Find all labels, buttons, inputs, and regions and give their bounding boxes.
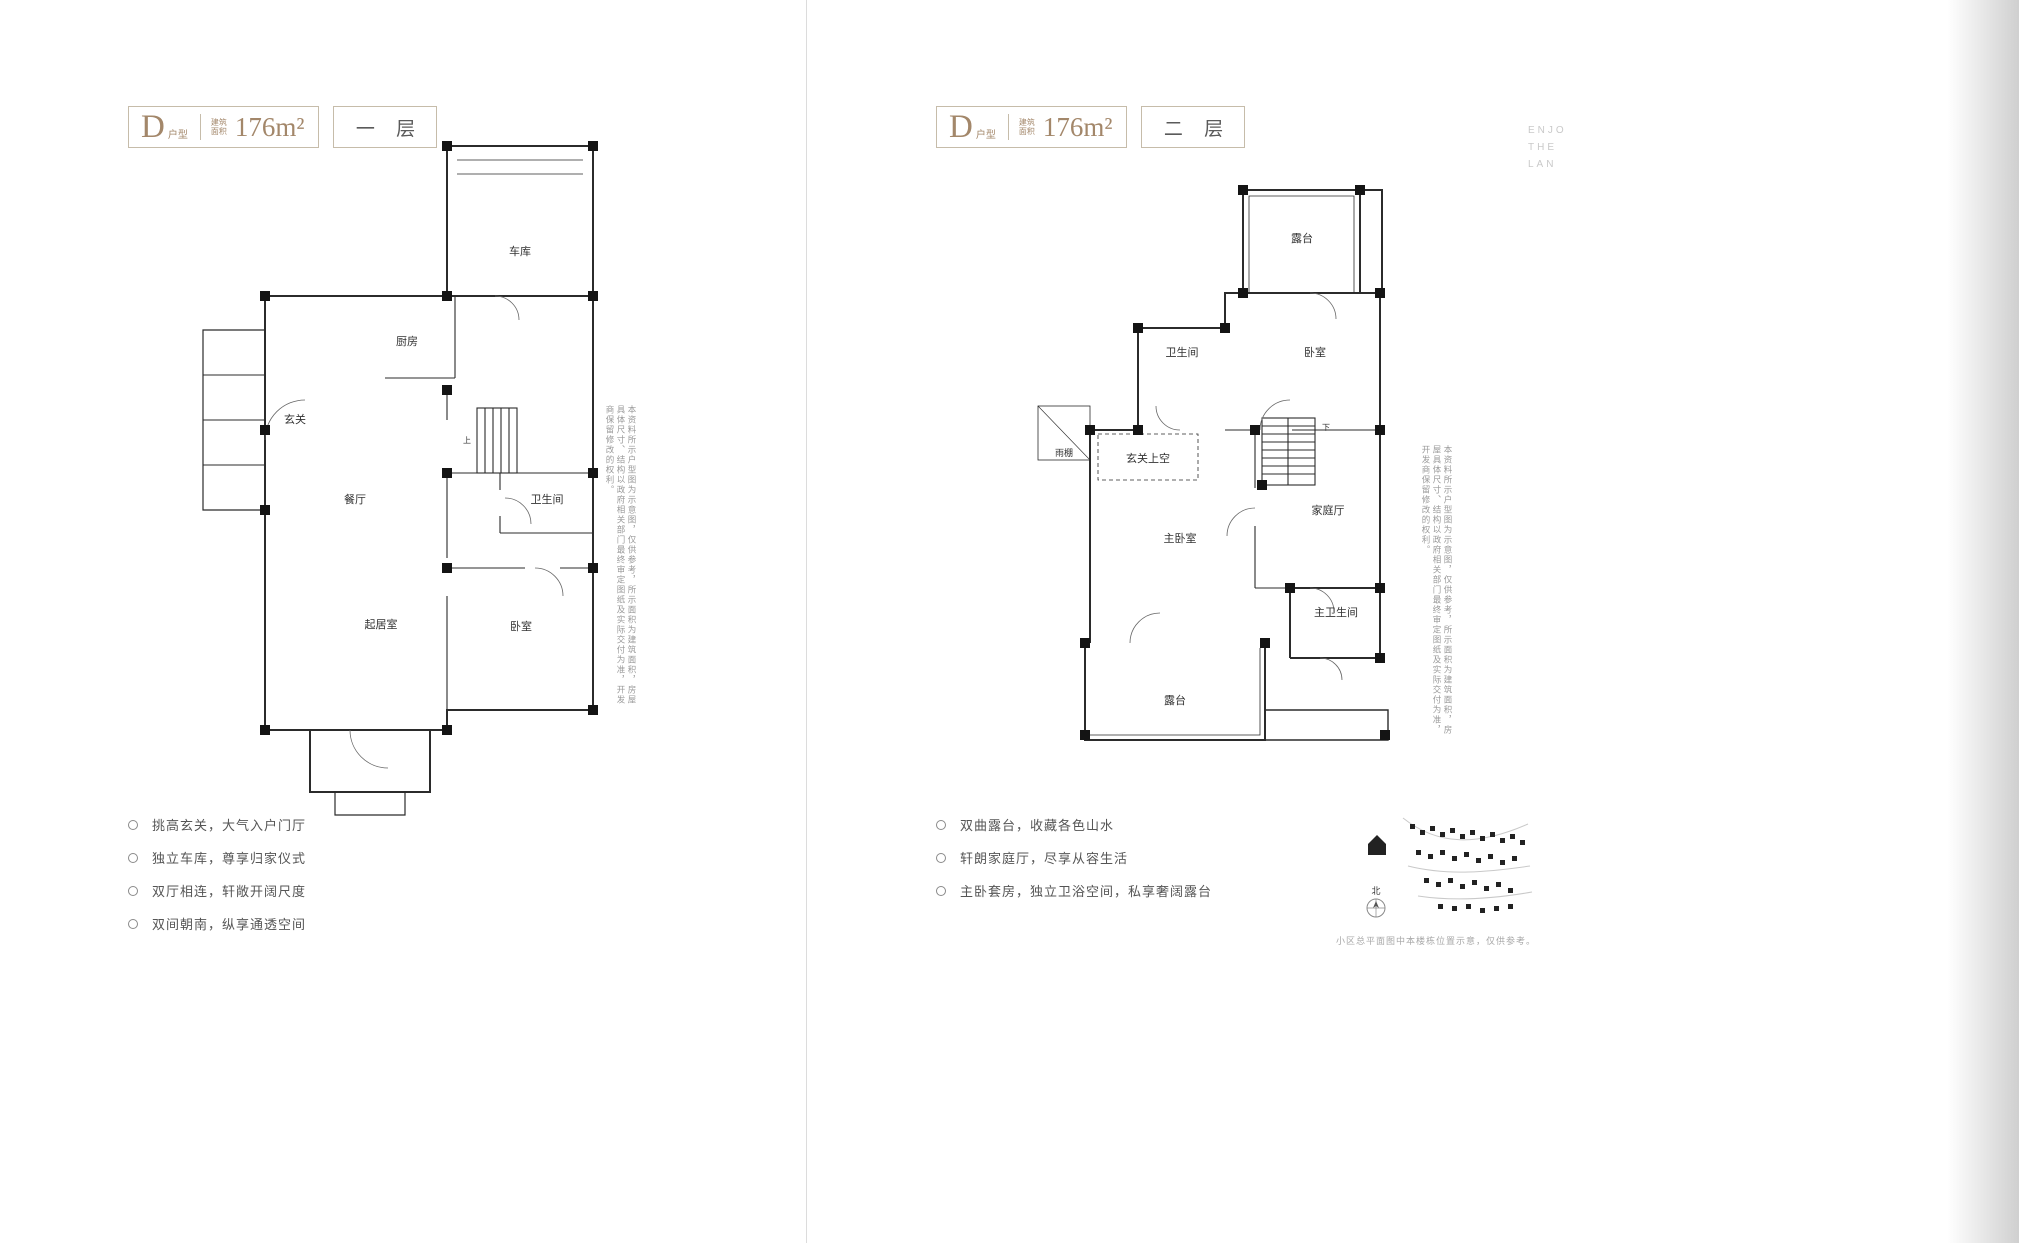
bullet-text: 主卧套房，独立卫浴空间，私享奢阔露台: [960, 884, 1213, 899]
edge-slogan: ENJO THE LAN: [1528, 122, 1567, 173]
bullet-text: 轩朗家庭厅，尽享从容生活: [960, 851, 1129, 866]
bullet-circle-icon: [936, 819, 946, 830]
floor-box-level1: 一 层: [333, 106, 438, 148]
side-note-level2: 本资料所示户型图为示意图，仅供参考，所示面积为建筑面积，房屋具体尺寸、结构以政府…: [1421, 445, 1453, 735]
highlighted-building-icon: [1368, 835, 1386, 855]
exterior-walls: [202, 145, 594, 816]
room-label-rain-canopy: 雨棚: [1055, 447, 1073, 458]
panel-divider: [806, 0, 807, 1243]
area-label: 建筑面积: [1018, 118, 1035, 136]
plan-header-level2: D 户型 建筑面积 176m² 二 层: [936, 106, 1246, 148]
room-label-terrace-top: 露台: [1291, 231, 1313, 245]
header-separator: [1007, 114, 1009, 140]
list-item: 双厅相连，轩敞开阔尺度: [128, 874, 306, 907]
floor-box-level2: 二 层: [1141, 106, 1246, 148]
room-label-bedroom: 卧室: [510, 619, 532, 633]
edge-slogan-line: THE: [1528, 142, 1557, 153]
list-item: 挑高玄关，大气入户门厅: [128, 808, 306, 841]
area-value: 176m²: [1042, 111, 1113, 142]
area-label: 建筑面积: [210, 118, 227, 136]
stairs-down-label: 下: [1322, 423, 1330, 432]
list-item: 轩朗家庭厅，尽享从容生活: [936, 841, 1212, 874]
header-separator: [199, 114, 201, 140]
exterior-walls: [1084, 189, 1389, 741]
bullet-circle-icon: [128, 819, 138, 830]
unit-type-label: 户型: [975, 129, 996, 141]
list-item: 主卧套房，独立卫浴空间，私享奢阔露台: [936, 874, 1212, 907]
structural-columns: [260, 141, 598, 735]
feature-list-level2: 双曲露台，收藏各色山水 轩朗家庭厅，尽享从容生活 主卧套房，独立卫浴空间，私享奢…: [936, 808, 1212, 907]
bullet-text: 双厅相连，轩敞开阔尺度: [152, 884, 307, 899]
area-value: 176m²: [234, 111, 305, 142]
floorplan-level1-drawing: 车库 厨房 玄关 餐厅 卫生间 起居室 卧室 上: [202, 141, 598, 816]
floorplan-level2-drawing: 露台 卫生间 卧室 雨棚 玄关上空 下 家庭厅 主卧室 主卫生间 露台: [1037, 185, 1390, 741]
room-label-bedroom: 卧室: [1304, 345, 1326, 359]
unit-type-label: 户型: [167, 129, 188, 141]
room-label-garage: 车库: [509, 244, 531, 258]
room-label-bathroom: 卫生间: [531, 492, 564, 506]
feature-list-level1: 挑高玄关，大气入户门厅 独立车库，尊享归家仪式 双厅相连，轩敞开阔尺度 双间朝南…: [128, 808, 306, 940]
unit-letter: D: [949, 108, 973, 145]
structural-columns: [1080, 185, 1390, 740]
room-labels-level2: 露台 卫生间 卧室 雨棚 玄关上空 下 家庭厅 主卧室 主卫生间 露台: [1055, 231, 1358, 707]
list-item: 独立车库，尊享归家仪式: [128, 841, 306, 874]
door-swings: [264, 295, 564, 769]
bullet-circle-icon: [128, 852, 138, 863]
room-label-terrace-bottom: 露台: [1164, 693, 1186, 707]
bullet-circle-icon: [128, 918, 138, 929]
list-item: 双间朝南，纵享通透空间: [128, 907, 306, 940]
compass-north-label: 北: [1371, 886, 1380, 896]
room-label-master-bathroom: 主卫生间: [1314, 605, 1358, 619]
room-label-family-room: 家庭厅: [1312, 503, 1345, 517]
room-label-foyer: 玄关: [284, 412, 306, 426]
unit-letter: D: [141, 108, 165, 145]
site-map: 北: [1366, 817, 1533, 918]
edge-slogan-line: LAN: [1528, 159, 1557, 170]
room-label-bathroom: 卫生间: [1166, 345, 1199, 359]
bullet-circle-icon: [936, 885, 946, 896]
side-note-level1: 本资料所示户型图为示意图，仅供参考，所示面积为建筑面积，房屋具体尺寸、结构以政府…: [605, 405, 637, 705]
plan-header-level1: D 户型 建筑面积 176m² 一 层: [128, 106, 438, 148]
bullet-text: 独立车库，尊享归家仪式: [152, 851, 307, 866]
bullet-text: 挑高玄关，大气入户门厅: [152, 818, 307, 833]
room-label-dining: 餐厅: [344, 492, 366, 506]
bullet-text: 双间朝南，纵享通透空间: [152, 917, 307, 932]
list-item: 双曲露台，收藏各色山水: [936, 808, 1212, 841]
floor-label-level1: 一 层: [355, 118, 424, 140]
room-label-foyer-void: 玄关上空: [1126, 451, 1170, 465]
edge-slogan-line: ENJO: [1528, 125, 1567, 136]
bullet-text: 双曲露台，收藏各色山水: [960, 818, 1115, 833]
bullet-circle-icon: [936, 852, 946, 863]
floor-label-level2: 二 层: [1163, 118, 1232, 140]
compass-icon: 北: [1366, 886, 1386, 918]
stairs-up-label: 上: [463, 436, 471, 445]
page-edge-gradient: [1947, 0, 2019, 1243]
room-label-living: 起居室: [365, 617, 398, 631]
room-label-kitchen: 厨房: [396, 335, 418, 348]
building-footprints: [1368, 824, 1525, 913]
site-map-caption: 小区总平面图中本楼栋位置示意，仅供参考。: [1335, 936, 1536, 946]
unit-area-box: D 户型 建筑面积 176m²: [128, 106, 320, 148]
room-label-master-bedroom: 主卧室: [1164, 531, 1197, 545]
room-labels-level1: 车库 厨房 玄关 餐厅 卫生间 起居室 卧室 上: [284, 244, 564, 633]
bullet-circle-icon: [128, 885, 138, 896]
door-swings: [1129, 292, 1343, 681]
unit-area-box: D 户型 建筑面积 176m²: [936, 106, 1128, 148]
